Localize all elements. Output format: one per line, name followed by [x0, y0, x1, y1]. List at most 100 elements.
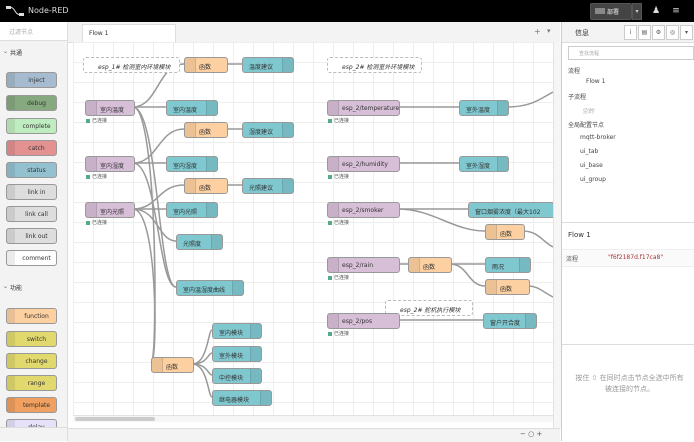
tree-item-empty: 空的: [582, 108, 595, 115]
canvas-vertical-scrollbar[interactable]: [553, 42, 561, 430]
user-icon[interactable]: ♟: [651, 6, 661, 16]
comment-node[interactable]: esp_2# 检测室外环境模块: [327, 57, 422, 73]
ui-text-node[interactable]: 湿度建议: [242, 122, 294, 138]
tab-flow-1[interactable]: Flow 1: [82, 24, 176, 43]
node-label: 中控模块: [219, 375, 244, 382]
palette-node-inject[interactable]: inject: [6, 72, 57, 88]
palette-node-status[interactable]: status: [6, 162, 57, 178]
palette-category-function[interactable]: ⌄ 功能: [0, 281, 67, 293]
workspace-tabs: Flow 1 + ▾: [68, 22, 560, 43]
tree-item-flows[interactable]: 流程: [568, 68, 581, 75]
comment-node[interactable]: esp_2# 舵机执行模块: [385, 300, 473, 316]
node-label: esp_2/humidity: [342, 161, 388, 168]
tree-item-ui-base[interactable]: ui_base: [580, 162, 603, 169]
ui-gauge-node[interactable]: 室外温度: [459, 100, 509, 116]
ui-gauge-node[interactable]: 室内温度: [166, 100, 218, 116]
node-status: 已连接: [334, 275, 350, 281]
node-label: 室内湿度: [173, 163, 198, 170]
config-tab-icon[interactable]: ⚙: [652, 25, 665, 40]
scrollbar-thumb[interactable]: [75, 417, 155, 421]
node-label: 窗户开合度: [490, 320, 521, 327]
ui-text-node[interactable]: 温度建议: [242, 57, 294, 73]
node-label: 函数: [500, 231, 513, 238]
canvas-horizontal-scrollbar[interactable]: [73, 415, 553, 422]
tab-label: Flow 1: [89, 30, 109, 37]
sidebar-menu-icon[interactable]: ▾: [680, 25, 693, 40]
tree-item-ui-tab[interactable]: ui_tab: [580, 148, 599, 155]
function-node[interactable]: 函数: [151, 357, 194, 373]
function-node[interactable]: 函数: [184, 178, 228, 194]
palette-node-link-in[interactable]: link in: [6, 184, 57, 200]
workspace-footer: − ○ +: [68, 428, 560, 442]
mqtt-in-node[interactable]: 室内温度已连接: [85, 100, 135, 124]
node-label: link out: [25, 233, 48, 240]
ui-gauge-node[interactable]: 室内湿度: [166, 156, 218, 172]
palette-node-switch[interactable]: switch: [6, 331, 57, 347]
function-node[interactable]: 函数: [485, 279, 530, 295]
palette-node-debug[interactable]: debug: [6, 95, 57, 111]
palette-node-range[interactable]: range: [6, 375, 57, 391]
node-label: 室内光照: [173, 209, 198, 216]
palette-node-complete[interactable]: complete: [6, 118, 57, 134]
node-status: 已连接: [334, 220, 350, 226]
palette-node-change[interactable]: change: [6, 353, 57, 369]
deploy-label: 部署: [607, 9, 620, 16]
ui-gauge-node[interactable]: 光照度: [176, 234, 223, 250]
help-tip-text: 按住 ⇧ 在同时点击节点全选中所有被连接的节点。: [575, 374, 684, 393]
add-tab-button[interactable]: +: [534, 27, 541, 36]
app-title: Node-RED: [28, 6, 69, 15]
ui-text-node[interactable]: 雨况: [485, 257, 531, 273]
flow-info-panel: Flow 1 流程 "f6f2187d.f17ca8": [562, 222, 694, 343]
tree-item-mqtt-broker[interactable]: mqtt-broker: [580, 134, 616, 141]
tree-item-flow-1[interactable]: Flow 1: [586, 78, 606, 85]
sidebar-search-input[interactable]: 查找流程: [568, 46, 694, 60]
top-header: Node-RED 部署 ▾ ♟ ≡: [0, 0, 694, 22]
palette-node-template[interactable]: template: [6, 397, 57, 413]
node-label: 函数: [199, 129, 212, 136]
tree-item-subflows[interactable]: 子流程: [568, 94, 587, 101]
deploy-button[interactable]: 部署: [590, 3, 632, 20]
tab-menu-button[interactable]: ▾: [547, 27, 551, 35]
ui-text-node[interactable]: 继电器模块: [212, 390, 272, 406]
palette-category-common[interactable]: ⌄ 共通: [0, 46, 67, 58]
ui-text-node[interactable]: 中控模块: [212, 368, 262, 384]
ui-chart-node[interactable]: 室内温湿度曲线: [176, 280, 244, 296]
palette-node-link-call[interactable]: link call: [6, 206, 57, 222]
palette-node-catch[interactable]: catch: [6, 140, 57, 156]
function-node[interactable]: 函数: [184, 122, 228, 138]
ui-gauge-node[interactable]: 窗户开合度: [483, 313, 537, 329]
node-label: inject: [28, 77, 45, 84]
ui-text-node[interactable]: 室外模块: [212, 346, 262, 362]
deploy-menu-button[interactable]: ▾: [632, 3, 642, 20]
help-tab-icon[interactable]: ▤: [638, 25, 651, 40]
tree-item-global-config[interactable]: 全局配置节点: [568, 122, 605, 129]
tree-item-ui-group[interactable]: ui_group: [580, 176, 606, 183]
palette-node-function[interactable]: function: [6, 308, 57, 324]
ui-text-node[interactable]: 室内模块: [212, 323, 262, 339]
comment-node[interactable]: esp_1# 检测室内环境模块: [83, 57, 180, 73]
function-node[interactable]: 函数: [408, 257, 452, 273]
main-menu-icon[interactable]: ≡: [672, 6, 680, 16]
function-node[interactable]: 函数: [485, 224, 525, 240]
mqtt-in-node[interactable]: 室内光照已连接: [85, 202, 135, 226]
context-tab-icon[interactable]: ◎: [666, 25, 679, 40]
ui-gauge-node[interactable]: 窗口烟雾浓度（最大102: [468, 202, 553, 218]
palette-node-comment[interactable]: comment: [6, 250, 57, 266]
ui-gauge-node[interactable]: 室外湿度: [459, 156, 509, 172]
info-tab-icon[interactable]: i: [624, 25, 637, 40]
ui-text-node[interactable]: 光照建议: [242, 178, 294, 194]
zoom-controls[interactable]: − ○ +: [520, 430, 543, 438]
flow-canvas[interactable]: esp_1# 检测室内环境模块 esp_2# 检测室外环境模块 esp_2# 舵…: [73, 42, 553, 415]
function-node[interactable]: 函数: [184, 57, 228, 73]
palette-node-link-out[interactable]: link out: [6, 228, 57, 244]
palette-search-input[interactable]: 过滤节点: [0, 22, 67, 41]
node-label: 温度建议: [249, 64, 274, 71]
flow-info-value: "f6f2187d.f17ca8": [608, 254, 664, 261]
mqtt-in-node[interactable]: 室内湿度已连接: [85, 156, 135, 180]
ui-gauge-node[interactable]: 室内光照: [166, 202, 218, 218]
